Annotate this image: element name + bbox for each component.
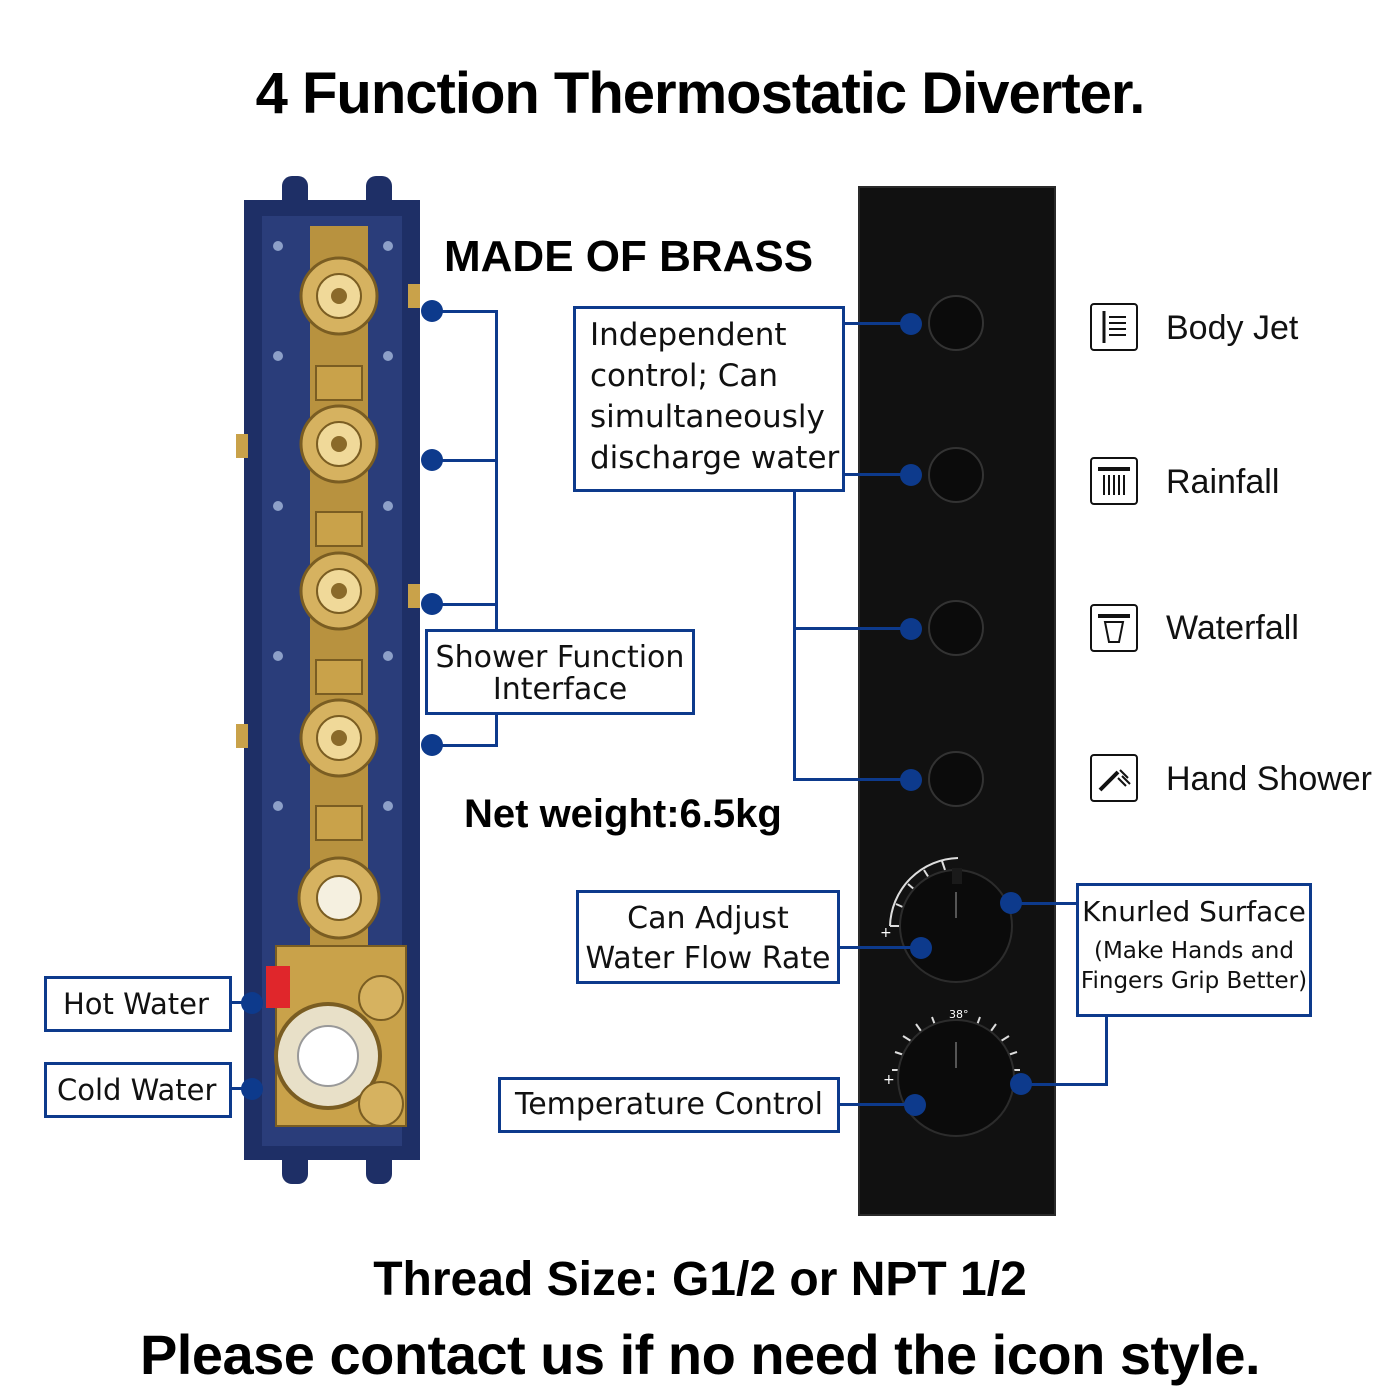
knurled-marker [1000, 892, 1022, 914]
cold-water-callout: Cold Water [44, 1062, 232, 1118]
callout-line: Independent [590, 317, 787, 353]
callout-line: simultaneously [590, 399, 825, 435]
rainfall-icon [1090, 457, 1138, 505]
callout-line: discharge water [590, 440, 840, 476]
function-label-waterfall: Waterfall [1166, 609, 1299, 647]
button-marker [900, 618, 922, 640]
port-marker [421, 449, 443, 471]
temperature-control-label: Temperature Control [514, 1087, 823, 1122]
button-marker [900, 464, 922, 486]
button-marker [900, 313, 922, 335]
callout-line: Fingers Grip Better) [1080, 968, 1308, 994]
function-label-hand-shower: Hand Shower [1166, 760, 1373, 798]
port-marker [421, 300, 443, 322]
callout-line: Water Flow Rate [585, 941, 831, 976]
hand-shower-icon [1090, 754, 1138, 802]
material-heading: MADE OF BRASS [444, 232, 814, 281]
port-marker [421, 593, 443, 615]
function-label-body-jet: Body Jet [1166, 309, 1299, 347]
thread-size-text: Thread Size: G1/2 or NPT 1/2 [373, 1253, 1027, 1306]
flow-plus-mark: + [880, 925, 892, 941]
port-marker [421, 734, 443, 756]
cold-water-label: Cold Water [57, 1073, 217, 1107]
temperature-dial-marker [904, 1094, 926, 1116]
callout-line: Knurled Surface [1082, 895, 1306, 928]
shower-function-interface-callout: Shower Function Interface [425, 629, 695, 715]
waterfall-icon [1090, 604, 1138, 652]
hot-water-callout: Hot Water [44, 976, 232, 1032]
hot-water-marker [241, 992, 263, 1014]
page-title: 4 Function Thermostatic Diverter. [255, 61, 1146, 126]
callout-line: Shower Function [435, 640, 685, 675]
temperature-plus-mark: + [883, 1072, 895, 1088]
button-marker [900, 769, 922, 791]
hot-water-label: Hot Water [63, 987, 209, 1021]
callout-line: control; Can [590, 358, 779, 394]
independent-control-callout: Independent control; Can simultaneously … [573, 306, 845, 492]
body-jet-icon [1090, 303, 1138, 351]
control-panel-image: + 38° + [858, 186, 1056, 1216]
callout-line: Can Adjust [627, 901, 789, 936]
function-label-rainfall: Rainfall [1166, 463, 1280, 501]
temperature-mark: 38° [949, 1008, 969, 1021]
brass-valve-body-image [236, 176, 420, 1184]
cold-water-marker [241, 1078, 263, 1100]
knurled-surface-callout: Knurled Surface (Make Hands and Fingers … [1076, 883, 1312, 1017]
temperature-control-callout: Temperature Control [498, 1077, 840, 1133]
flow-dial-marker [910, 937, 932, 959]
net-weight-label: Net weight:6.5kg [464, 792, 782, 836]
callout-line: Interface [492, 672, 628, 707]
knurled-marker [1010, 1073, 1032, 1095]
flow-rate-callout: Can Adjust Water Flow Rate [576, 890, 840, 984]
callout-line: (Make Hands and [1093, 938, 1294, 964]
contact-note: Please contact us if no need the icon st… [139, 1323, 1261, 1386]
